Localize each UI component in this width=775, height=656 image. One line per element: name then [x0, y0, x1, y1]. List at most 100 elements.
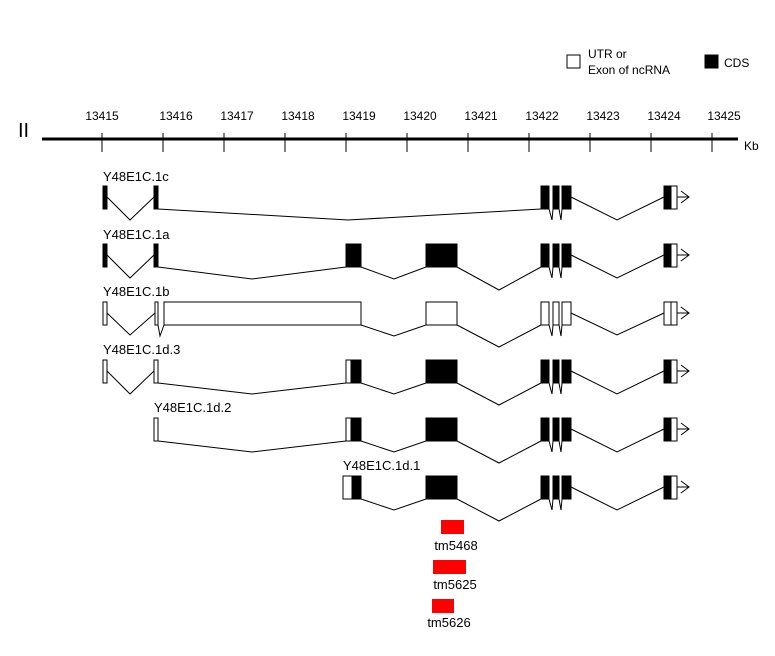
- cds-exon: [663, 243, 672, 268]
- cds-exon: [540, 185, 550, 210]
- cds-exon: [663, 185, 672, 210]
- cds-exon: [540, 243, 550, 268]
- tick-label: 13425: [707, 109, 741, 123]
- transcript-label: Y48E1C.1c: [103, 169, 169, 184]
- utr-exon: [670, 475, 678, 500]
- intron: [558, 208, 563, 221]
- allele-label: tm5468: [434, 538, 477, 553]
- intron: [548, 382, 554, 395]
- intron: [558, 382, 563, 395]
- strand-arrow-head: [680, 480, 690, 494]
- utr-exon: [153, 359, 159, 384]
- tick-label: 13422: [525, 109, 559, 123]
- intron: [360, 382, 427, 395]
- cds-exon: [663, 417, 672, 442]
- utr-exon: [345, 417, 352, 442]
- strand-arrow-head: [680, 422, 690, 436]
- intron: [558, 440, 563, 453]
- transcript-label: Y48E1C.1b: [103, 284, 170, 299]
- intron: [456, 266, 542, 291]
- tick-label: 13419: [342, 109, 376, 123]
- strand-arrow-head: [680, 306, 690, 320]
- cds-exon: [561, 185, 572, 210]
- transcript-y48e1c-1c[interactable]: Y48E1C.1c: [102, 169, 690, 221]
- strand-arrow-head: [680, 364, 690, 378]
- intron: [106, 254, 155, 279]
- intron: [548, 324, 554, 337]
- utr-exon: [540, 301, 550, 326]
- cds-exon: [102, 185, 108, 210]
- cds-exon: [425, 417, 458, 442]
- utr-exon: [561, 301, 572, 326]
- intron: [360, 266, 427, 280]
- tick-label: 13418: [281, 109, 315, 123]
- cds-exon: [425, 243, 458, 268]
- cds-exon: [540, 359, 550, 384]
- cds-exon: [345, 243, 362, 268]
- allele-label: tm5625: [433, 577, 476, 592]
- intron: [570, 196, 665, 221]
- transcript-y48e1c-1d2[interactable]: Y48E1C.1d.2: [153, 400, 690, 464]
- allele-tm5468[interactable]: tm5468: [434, 520, 478, 553]
- utr-exon: [153, 417, 159, 442]
- intron: [570, 312, 665, 336]
- allele-tm5626[interactable]: tm5626: [427, 599, 471, 630]
- transcript-label: Y48E1C.1a: [103, 227, 170, 242]
- cds-exon: [561, 359, 572, 384]
- tick-label: 13415: [85, 109, 119, 123]
- legend-utr-label-line2: Exon of ncRNA: [588, 63, 670, 77]
- allele-tm5625[interactable]: tm5625: [433, 560, 477, 592]
- strand-arrow-head: [680, 248, 690, 262]
- allele-label: tm5626: [427, 615, 470, 630]
- strand-arrow-head: [680, 190, 690, 204]
- intron: [456, 382, 542, 406]
- transcript-y48e1c-1a[interactable]: Y48E1C.1a: [102, 227, 690, 291]
- cds-exon: [350, 417, 362, 442]
- intron: [570, 254, 665, 279]
- legend-utr-swatch: [566, 54, 581, 69]
- utr-exon: [670, 417, 678, 442]
- intron: [106, 312, 156, 336]
- utr-exon: [345, 359, 352, 384]
- cds-exon: [351, 475, 362, 500]
- cds-exon: [153, 185, 159, 210]
- intron: [157, 440, 347, 453]
- cds-exon: [561, 417, 572, 442]
- intron: [157, 208, 542, 221]
- tick-label: 13421: [464, 109, 498, 123]
- axis-unit-label: Kb: [744, 139, 759, 153]
- tick-label: 13420: [403, 109, 437, 123]
- intron: [360, 498, 427, 511]
- transcript-label: Y48E1C.1d.1: [343, 458, 420, 473]
- utr-exon: [154, 301, 159, 326]
- transcript-label: Y48E1C.1d.2: [154, 400, 231, 415]
- intron: [456, 440, 542, 464]
- intron: [570, 370, 665, 395]
- utr-exon: [670, 185, 678, 210]
- cds-exon: [540, 475, 550, 500]
- cds-exon: [663, 359, 672, 384]
- axis-ticks: 13415 13416 13417 13418 13419 13420 1342…: [85, 109, 741, 152]
- cds-exon: [663, 475, 672, 500]
- allele-deletion-bar: [441, 520, 464, 534]
- chromosome-label: II: [18, 120, 29, 142]
- utr-exon: [102, 359, 108, 384]
- transcript-y48e1c-1d1[interactable]: Y48E1C.1d.1: [342, 458, 690, 522]
- intron: [558, 266, 563, 279]
- transcript-y48e1c-1b[interactable]: Y48E1C.1b: [102, 284, 690, 348]
- cds-exon: [552, 185, 560, 210]
- legend-utr-label-line1: UTR or: [588, 47, 627, 61]
- intron: [548, 266, 554, 279]
- intron: [570, 486, 665, 511]
- legend-cds-swatch: [704, 54, 719, 69]
- transcript-y48e1c-1d3[interactable]: Y48E1C.1d.3: [102, 342, 690, 406]
- utr-exon: [670, 301, 678, 326]
- intron: [157, 382, 347, 395]
- utr-exon: [670, 359, 678, 384]
- utr-exon: [163, 301, 362, 326]
- cds-exon: [552, 359, 560, 384]
- cds-exon: [540, 417, 550, 442]
- utr-exon: [552, 301, 560, 326]
- intron: [456, 324, 542, 348]
- cds-exon: [425, 475, 458, 500]
